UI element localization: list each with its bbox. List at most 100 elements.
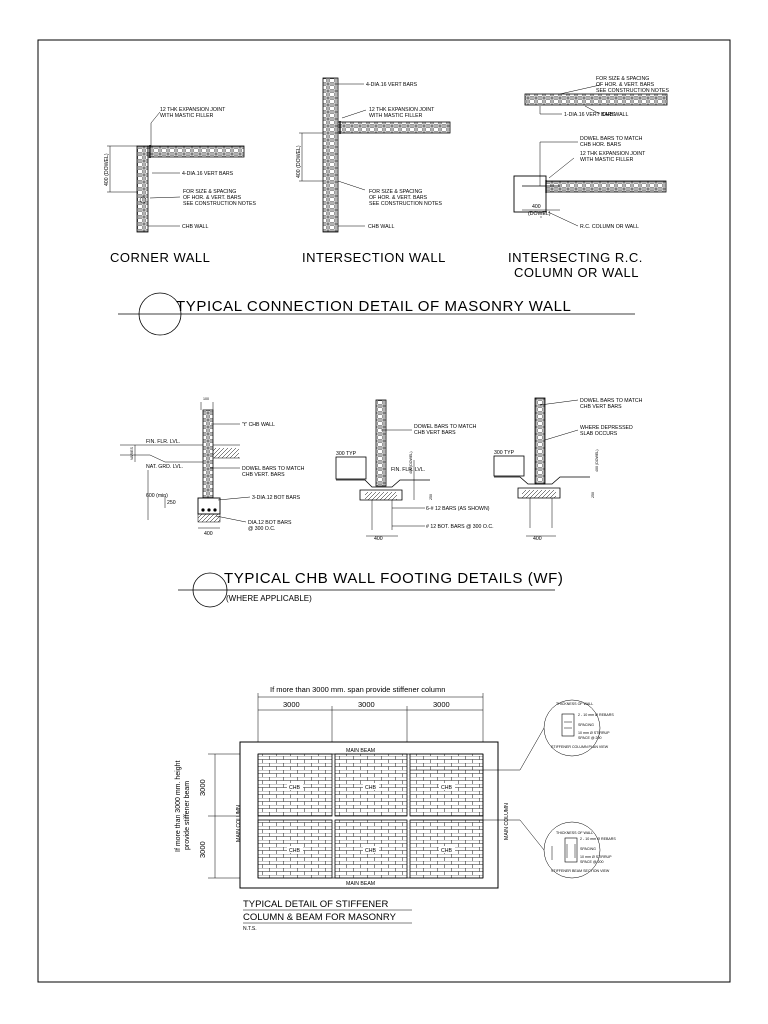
chb-labels: CHB CHB CHB CHB CHB CHB bbox=[287, 783, 455, 854]
f1-min: 600 (min) bbox=[146, 493, 168, 499]
footing-detail-2: DOWEL BARS TO MATCH CHB VERT BARS 300 TY… bbox=[335, 399, 494, 542]
f3-width: 400 bbox=[533, 536, 542, 542]
chb-label: CHB bbox=[365, 785, 376, 791]
f1-wall-label: "t" CHB WALL bbox=[242, 422, 275, 428]
corner-spacing-note: FOR SIZE & SPACING bbox=[183, 189, 236, 195]
top-span-note: If more than 3000 mm. span provide stiff… bbox=[270, 685, 445, 694]
section-note-5: SPACE @ 200 bbox=[580, 860, 604, 864]
f2-typ: 300 TYP bbox=[336, 451, 357, 457]
rc-dowel-dim-2: (DOWEL) bbox=[528, 211, 551, 217]
corner-spacing-note-3: SEE CONSTRUCTION NOTES bbox=[183, 201, 256, 207]
f3-dowel-note: DOWEL BARS TO MATCH bbox=[580, 398, 643, 404]
corner-spacing-note-2: OF HOR. & VERT. BARS bbox=[183, 195, 242, 201]
section1-title: TYPICAL CONNECTION DETAIL OF MASONRY WAL… bbox=[176, 298, 572, 315]
plan-note-2: 2 - 10 mm Ø REBARS bbox=[578, 713, 614, 717]
rc-dowel-note: DOWEL BARS TO MATCH bbox=[580, 136, 643, 142]
corner-expansion-note-2: WITH MASTIC FILLER bbox=[160, 113, 214, 119]
rc-column-label: R.C. COLUMN OR WALL bbox=[580, 224, 639, 230]
section-note-4: 10 mm Ø STIRRUP bbox=[580, 855, 612, 859]
stiffener-column-plan-detail: THICKNESS OF WALL 2 - 10 mm Ø REBARS SPA… bbox=[543, 699, 614, 757]
f1-bot-dia-2: @ 300 O.C. bbox=[248, 526, 275, 532]
intersection-expansion-note: 12 THK EXPANSION JOINT bbox=[369, 107, 435, 113]
sheet-border bbox=[37, 39, 731, 983]
span-3: 3000 bbox=[433, 700, 450, 709]
chb-label: CHB bbox=[365, 848, 376, 854]
f3-250: 250 bbox=[591, 492, 595, 498]
side-height-note-2: provide stiffener beam bbox=[184, 781, 191, 850]
corner-dowel-dim: 400 (DOWEL) bbox=[104, 153, 110, 186]
f1-nat-grade: NAT. GRD. LVL. bbox=[146, 464, 183, 470]
main-beam-bottom: MAIN BEAM bbox=[346, 881, 375, 887]
footing-detail-3: DOWEL BARS TO MATCH CHB VERT BARS WHERE … bbox=[493, 397, 643, 542]
main-column-right: MAIN COLUMN bbox=[504, 803, 510, 840]
f3-typ: 300 TYP bbox=[494, 450, 515, 456]
f3-slab-note-2: SLAB OCCURS bbox=[580, 431, 618, 437]
f2-width: 400 bbox=[374, 536, 383, 542]
intersection-expansion-note-2: WITH MASTIC FILLER bbox=[369, 113, 423, 119]
span-1: 3000 bbox=[283, 700, 300, 709]
corner-expansion-note: 12 THK EXPANSION JOINT bbox=[160, 107, 226, 113]
f1-250: 250 bbox=[167, 500, 176, 506]
chb-label: CHB bbox=[289, 848, 300, 854]
stiffener-title-1: TYPICAL DETAIL OF STIFFENER bbox=[243, 899, 388, 910]
plan-note-3: SPACING bbox=[578, 723, 594, 727]
section-caption: STIFFENER BEAM SECTION VIEW bbox=[551, 869, 610, 873]
section-note-3: SPACING bbox=[580, 847, 596, 851]
section-note-1: THICKNESS OF WALL bbox=[556, 831, 593, 835]
plan-note-4: 10 mm Ø STIRRUP bbox=[578, 731, 610, 735]
f2-dowel-note-2: CHB VERT BARS bbox=[414, 430, 456, 436]
rc-spacing-note-2: OF HOR. & VERT. BARS bbox=[596, 82, 655, 88]
stiffener-elevation: If more than 3000 mm. span provide stiff… bbox=[175, 685, 545, 932]
rc-dowel-note-2: CHB HOR. BARS bbox=[580, 142, 621, 148]
rc-expansion-note: 12 THK EXPANSION JOINT bbox=[580, 151, 646, 157]
f2-bot-bars: # 12 BOT. BARS @ 300 O.C. bbox=[426, 524, 494, 530]
f2-dowel-vertical: 400 (DOWEL) bbox=[409, 451, 413, 474]
intersection-chb-wall: CHB WALL bbox=[368, 224, 394, 230]
side-height-note-1: If more than 3000 mm. height bbox=[175, 761, 182, 852]
f2-250: 250 bbox=[429, 494, 433, 500]
chb-label: CHB bbox=[441, 785, 452, 791]
chb-label: CHB bbox=[289, 785, 300, 791]
stiffener-title-2: COLUMN & BEAM FOR MASONRY bbox=[243, 912, 397, 923]
f2-bars6: 6-# 12 BARS (AS SHOWN) bbox=[426, 506, 490, 512]
chb-label: CHB bbox=[441, 848, 452, 854]
rc-expansion-note-2: WITH MASTIC FILLER bbox=[580, 157, 634, 163]
intersection-spacing-note-3: SEE CONSTRUCTION NOTES bbox=[369, 201, 442, 207]
f1-varies: VARIES bbox=[130, 446, 134, 460]
intersecting-rc-detail: FOR SIZE & SPACING OF HOR. & VERT. BARS … bbox=[508, 76, 669, 280]
intersection-spacing-note: FOR SIZE & SPACING bbox=[369, 189, 422, 195]
f1-dim100: 100 bbox=[203, 397, 209, 401]
plan-note-1: THICKNESS OF WALL bbox=[556, 702, 593, 706]
corner-wall-caption: CORNER WALL bbox=[110, 250, 210, 265]
f1-bot3: 3-DIA.12 BOT BARS bbox=[252, 495, 301, 501]
intersection-wall-detail: 4-DIA.16 VERT BARS 12 THK EXPANSION JOIN… bbox=[296, 77, 451, 265]
corner-chb-wall: CHB WALL bbox=[182, 224, 208, 230]
f1-bot-dia: DIA.12 BOT BARS bbox=[248, 520, 292, 526]
f1-width: 400 bbox=[204, 531, 213, 537]
section2-title-block: TYPICAL CHB WALL FOOTING DETAILS (WF) (W… bbox=[178, 570, 563, 608]
rc-spacing-note-3: SEE CONSTRUCTION NOTES bbox=[596, 88, 669, 94]
height-1: 3000 bbox=[198, 779, 207, 796]
intersection-spacing-note-2: OF HOR. & VERT. BARS bbox=[369, 195, 428, 201]
intersection-dowel-dim: 400 (DOWEL) bbox=[296, 145, 302, 178]
section2-subtitle: (WHERE APPLICABLE) bbox=[226, 594, 312, 603]
f2-dowel-note: DOWEL BARS TO MATCH bbox=[414, 424, 477, 430]
section-note-2: 2 - 10 mm Ø REBARS bbox=[580, 837, 616, 841]
main-column-left: MAIN COLUMN bbox=[236, 805, 242, 842]
rc-caption-line2: COLUMN OR WALL bbox=[514, 265, 639, 280]
nts-label: N.T.S. bbox=[243, 926, 257, 932]
rc-vert-bars: 1-DIA.16 VERT BARS bbox=[564, 112, 616, 118]
corner-wall-detail: 12 THK EXPANSION JOINT WITH MASTIC FILLE… bbox=[104, 107, 256, 265]
rc-chb-wall: CHB WALL bbox=[602, 112, 628, 118]
f3-dowel-vertical: 400 (DOWEL) bbox=[595, 449, 599, 472]
stiffener-beam-section-detail: THICKNESS OF WALL 2 - 10 mm Ø REBARS SPA… bbox=[543, 821, 616, 879]
intersection-vert-bars: 4-DIA.16 VERT BARS bbox=[366, 82, 418, 88]
f1-dowel-note-2: CHB VERT. BARS bbox=[242, 472, 285, 478]
f3-slab-note: WHERE DEPRESSED bbox=[580, 425, 633, 431]
plan-note-5: SPACE @ 200 bbox=[578, 736, 602, 740]
footing-detail-1: 100 "t" CHB WALL FIN. FLR. LVL. NAT. GRD… bbox=[120, 397, 305, 537]
section1-title-block: TYPICAL CONNECTION DETAIL OF MASONRY WAL… bbox=[118, 292, 635, 336]
intersection-wall-caption: INTERSECTION WALL bbox=[302, 250, 446, 265]
corner-vert-bars: 4-DIA.16 VERT BARS bbox=[182, 171, 234, 177]
